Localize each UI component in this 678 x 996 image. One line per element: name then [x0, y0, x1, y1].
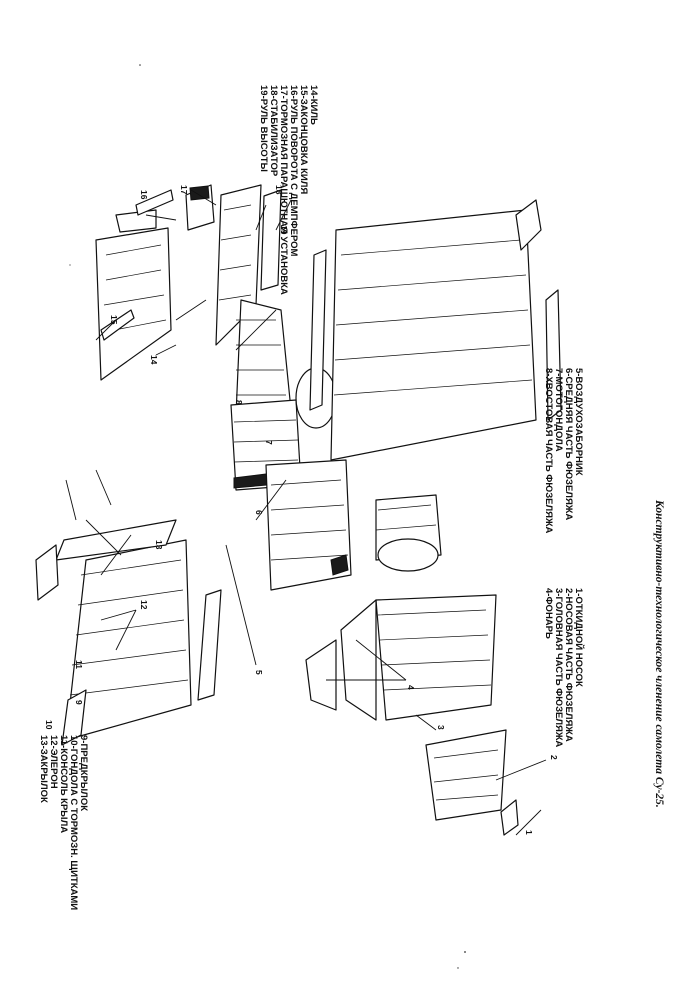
legend-item: 15-ЗАКОНЦОВКА КИЛЯ: [298, 85, 309, 194]
legend-item: 9-ПРЕДКРЫЛОК: [78, 735, 89, 811]
callout-12: 12: [139, 600, 149, 610]
fin-group: [95, 209, 172, 381]
wing-upper: [309, 199, 562, 461]
callout-14: 14: [149, 355, 159, 365]
legend-item: 1-ОТКИДНОЙ НОСОК: [573, 588, 585, 687]
figure-caption: Конструктивно-технологическое членение с…: [653, 499, 665, 808]
callout-13: 13: [154, 540, 164, 550]
legend-item: 7-МОТОГОНДОЛА: [553, 368, 564, 452]
head-fuselage: [375, 594, 497, 721]
callout-numbers: 1 2 3 4 5 6 7 8 9 10 11 12 13 14 15 16 1…: [44, 185, 559, 835]
callout-8: 8: [234, 400, 244, 405]
callout-18: 18: [274, 185, 284, 195]
legend-item: 5-ВОЗДУХОЗАБОРНИК: [573, 368, 584, 476]
callout-19: 19: [279, 225, 289, 235]
legend-item: 19-РУЛЬ ВЫСОТЫ: [258, 85, 269, 172]
legend-item: 10-ГОНДОЛА С ТОРМОЗН. ЩИТКАМИ: [68, 735, 79, 910]
legend-group-2: 5-ВОЗДУХОЗАБОРНИК 6-СРЕДНЯЯ ЧАСТЬ ФЮЗЕЛЯ…: [543, 368, 584, 534]
chute-group: [135, 184, 215, 231]
callout-2: 2: [549, 755, 559, 760]
callout-10: 10: [44, 720, 54, 730]
legend-item: 2-НОСОВАЯ ЧАСТЬ ФЮЗЕЛЯЖА: [563, 588, 574, 742]
callout-11: 11: [74, 660, 84, 669]
air-intake: [375, 494, 442, 572]
legend-item: 4-ФОНАРЬ: [543, 588, 554, 639]
legend-item: 3-ГОЛОВНАЯ ЧАСТЬ ФЮЗЕЛЯЖА: [553, 588, 564, 747]
callout-3: 3: [436, 725, 446, 730]
legend-item: 13-ЗАКРЫЛОК: [38, 735, 49, 803]
callout-4: 4: [406, 685, 416, 690]
tail-fuselage: [235, 299, 292, 416]
scan-specks: [69, 64, 466, 969]
legend-group-4: 14-КИЛЬ 15-ЗАКОНЦОВКА КИЛЯ 16-РУЛЬ ПОВОР…: [258, 85, 319, 295]
callout-6: 6: [254, 510, 264, 515]
callout-17: 17: [179, 185, 189, 195]
nose-section: [425, 729, 519, 836]
canopy: [305, 599, 377, 721]
legend-item: 11-КОНСОЛЬ КРЫЛА: [58, 735, 69, 833]
callout-15: 15: [109, 315, 119, 325]
aircraft-exploded-drawing: [35, 184, 562, 836]
legend-item: 16-РУЛЬ ПОВОРОТА С ДЕМПФЕРОМ: [288, 85, 299, 257]
legend-item: 6-СРЕДНЯЯ ЧАСТЬ ФЮЗЕЛЯЖА: [563, 368, 574, 520]
legend-item: 12-ЭЛЕРОН: [48, 735, 59, 789]
legend-item: 8-ХВОСТОВАЯ ЧАСТЬ ФЮЗЕЛЯЖА: [543, 368, 554, 534]
legend-group-1: 1-ОТКИДНОЙ НОСОК 2-НОСОВАЯ ЧАСТЬ ФЮЗЕЛЯЖ…: [543, 588, 585, 747]
callout-16: 16: [139, 190, 149, 200]
callout-7: 7: [264, 440, 274, 445]
callout-9: 9: [74, 700, 84, 705]
legend-item: 18-СТАБИЛИЗАТОР: [268, 85, 279, 177]
legend-item: 14-КИЛЬ: [308, 85, 319, 125]
callout-1: 1: [524, 830, 534, 835]
center-fuselage: [265, 459, 352, 591]
leader-lines: [65, 189, 547, 836]
legend-group-3: 9-ПРЕДКРЫЛОК 10-ГОНДОЛА С ТОРМОЗН. ЩИТКА…: [38, 735, 89, 910]
legend-item: 17-ТОРМОЗНАЯ ПАРАШЮТНАЯ УСТАНОВКА: [278, 85, 289, 295]
callout-5: 5: [254, 670, 264, 675]
wing-lower: [35, 519, 222, 746]
